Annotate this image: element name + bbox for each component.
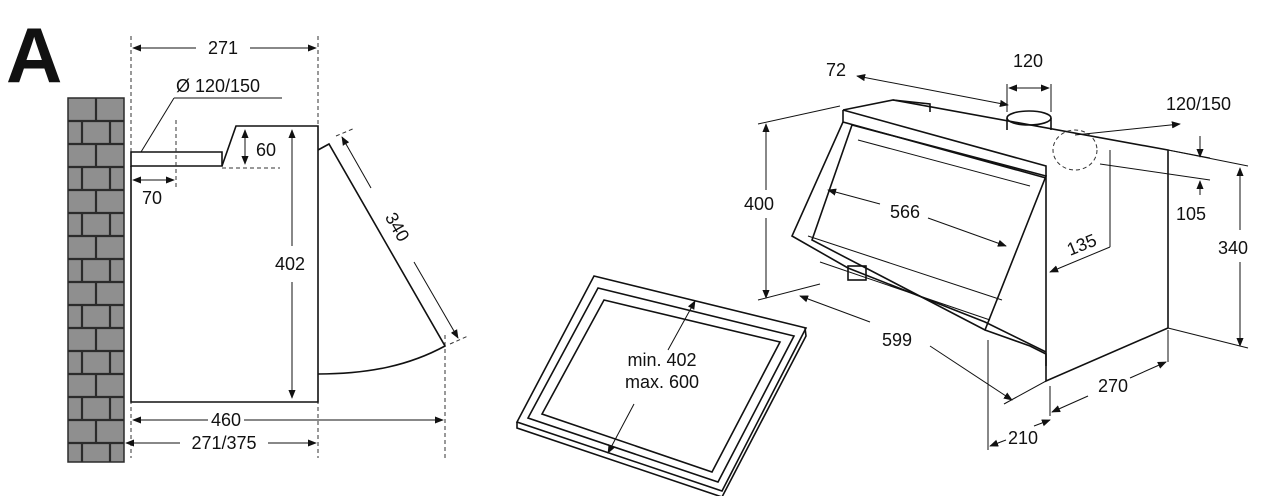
- dim-outlet-diameter: 120/150: [1166, 94, 1231, 114]
- dim-side-depth: 270: [1098, 376, 1128, 396]
- figure-letter: A: [6, 11, 62, 99]
- front-panel: [317, 142, 447, 375]
- outlet-side: [1052, 129, 1098, 171]
- cooktop-outline: [515, 275, 808, 492]
- dim-bottom-width: 271/375: [191, 433, 256, 453]
- perspective-view: 72 120 120/150 400 566 135 105: [744, 51, 1249, 450]
- dim-total-depth: 460: [211, 410, 241, 430]
- dim-duct-height: 60: [256, 140, 276, 160]
- dim-depth: 402: [275, 254, 305, 274]
- cooktop-min: min. 402: [627, 350, 696, 370]
- dim-duct-offset: 70: [142, 188, 162, 208]
- dim-top-width: 271: [208, 38, 238, 58]
- brick-wall: [67, 97, 125, 463]
- dim-height-front: 400: [744, 194, 774, 214]
- cooktop-view: min. 402 max. 600: [515, 275, 808, 498]
- dim-panel-length: 340: [381, 209, 413, 245]
- cooktop-inner: [540, 299, 782, 473]
- dim-outlet-depth: 135: [1064, 230, 1099, 260]
- dim-overall-width: 599: [882, 330, 912, 350]
- side-view: 271 Ø 120/150 60 70 402 340 460: [67, 36, 469, 463]
- hood-body: [130, 125, 319, 403]
- cooktop-frame: [526, 287, 796, 483]
- dim-side-height: 340: [1218, 238, 1248, 258]
- cooktop-max: max. 600: [625, 372, 699, 392]
- dim-duct-diameter: Ø 120/150: [176, 76, 260, 96]
- dim-front-width: 566: [890, 202, 920, 222]
- dim-bottom-offset: 210: [1008, 428, 1038, 448]
- dim-outlet-height: 105: [1176, 204, 1206, 224]
- dim-outlet-offset: 120: [1013, 51, 1043, 71]
- dim-top-left-offset: 72: [826, 60, 846, 80]
- outlet-top: [1006, 110, 1052, 126]
